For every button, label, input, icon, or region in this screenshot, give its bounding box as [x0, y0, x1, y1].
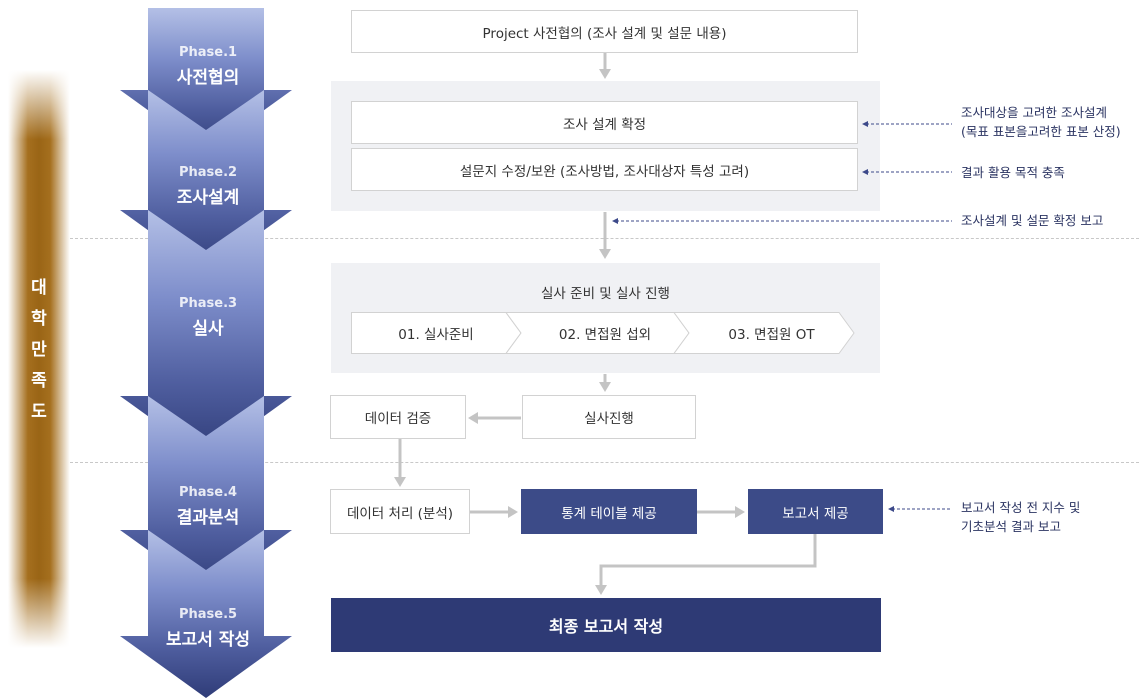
phase-2-label: Phase.2 조사설계 [150, 165, 266, 208]
stats-table-box: 통계 테이블 제공 [521, 489, 697, 534]
sidebar-char: 도 [31, 402, 47, 422]
phase-name: 보고서 작성 [165, 630, 251, 650]
project-pre-consultation-box: Project 사전협의 (조사 설계 및 설문 내용) [351, 10, 858, 53]
phase-number: Phase.5 [178, 607, 238, 622]
note-line: 기초분석 결과 보고 [961, 519, 1061, 534]
phase-arrows [120, 8, 292, 698]
note-arrow-head [612, 218, 618, 224]
phase-name: 결과분석 [176, 508, 240, 528]
phase-number: Phase.3 [178, 296, 238, 311]
note-arrow-head [862, 169, 868, 175]
data-verification-box: 데이터 검증 [330, 395, 466, 439]
sidebar-char: 만 [31, 340, 47, 360]
fieldwork-progress-box: 실사진행 [522, 395, 696, 439]
fieldwork-title: 실사 준비 및 실사 진행 [541, 286, 670, 302]
sidebar-char: 대 [31, 278, 47, 298]
phase-name: 실사 [192, 319, 224, 339]
note-index-report: 보고서 작성 전 지수 및 기초분석 결과 보고 [961, 498, 1080, 536]
step-chevron [673, 312, 855, 354]
arrow-head [599, 249, 611, 259]
questionnaire-revision-box: 설문지 수정/보완 (조사방법, 조사대상자 특성 고려) [351, 148, 858, 191]
phase-4-label: Phase.4 결과분석 [150, 485, 266, 528]
data-processing-box: 데이터 처리 (분석) [330, 489, 470, 534]
note-line: 조사대상을 고려한 조사설계 [961, 105, 1107, 120]
arrow-head [599, 69, 611, 79]
note-purpose: 결과 활용 목적 충족 [961, 165, 1065, 180]
arrow-head [508, 506, 518, 518]
report-delivery-box: 보고서 제공 [748, 489, 883, 534]
step-interviewer-ot: 03. 면접원 OT [728, 327, 815, 343]
phase-number: Phase.2 [178, 165, 238, 180]
note-arrow-head [862, 121, 868, 127]
step-prep: 01. 실사준비 [398, 327, 474, 343]
sidebar-char: 학 [31, 309, 47, 329]
note-arrow-head [888, 506, 894, 512]
section-divider [70, 462, 1139, 463]
phase-number: Phase.1 [178, 45, 238, 60]
phase-name: 조사설계 [176, 188, 240, 208]
arrow-head [595, 585, 607, 595]
arrow-head [468, 412, 478, 424]
phase-1-label: Phase.1 사전협의 [150, 45, 266, 88]
fieldwork-steps [351, 312, 855, 354]
phase-name: 사전협의 [176, 68, 240, 88]
arrow-head [735, 506, 745, 518]
phase-5-label: Phase.5 보고서 작성 [150, 607, 266, 650]
note-line: (목표 표본을고려한 표본 산정) [961, 124, 1121, 139]
phase-arrow-3 [120, 210, 292, 458]
phase-number: Phase.4 [178, 485, 238, 500]
note-line: 보고서 작성 전 지수 및 [961, 500, 1081, 515]
sidebar-fade [8, 70, 70, 648]
note-survey-target: 조사대상을 고려한 조사설계 (목표 표본을고려한 표본 산정) [961, 103, 1121, 141]
phase-3-label: Phase.3 실사 [150, 296, 266, 339]
arrow-head [599, 382, 611, 392]
arrow-head [394, 477, 406, 487]
final-report-box: 최종 보고서 작성 [331, 598, 881, 652]
step-recruit-interviewers: 02. 면접원 섭외 [558, 327, 652, 343]
phase-arrow-5 [120, 530, 292, 698]
note-confirm-report: 조사설계 및 설문 확정 보고 [961, 213, 1104, 228]
survey-design-confirm-box: 조사 설계 확정 [351, 101, 858, 144]
sidebar-char: 족 [31, 371, 47, 391]
